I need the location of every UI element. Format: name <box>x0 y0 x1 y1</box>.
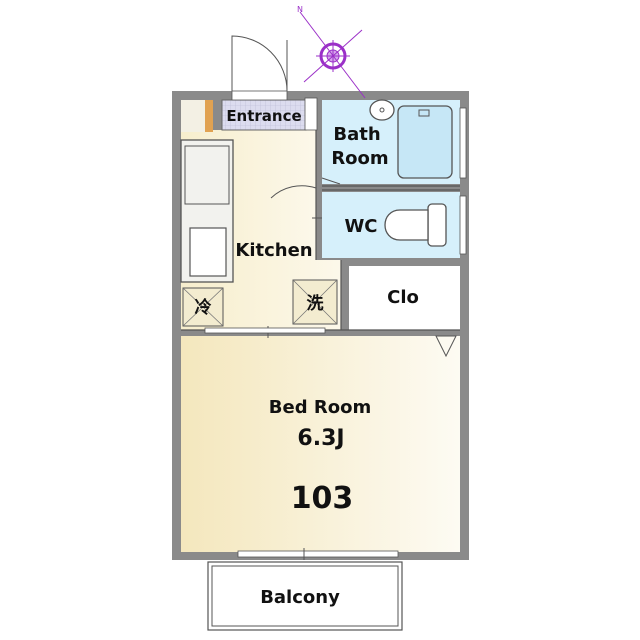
toilet-tank <box>427 203 447 247</box>
closet-label: Clo <box>387 287 419 308</box>
wc-window <box>459 195 467 255</box>
toilet-bowl <box>384 209 429 241</box>
entrance-floor <box>221 99 307 131</box>
balcony-label: Balcony <box>260 587 340 608</box>
shoe-cabinet-front <box>205 100 213 132</box>
bath-door-swing <box>270 185 317 199</box>
entrance-door-gap <box>231 90 288 101</box>
washbasin <box>369 99 395 121</box>
entrance-door-swing <box>231 35 288 92</box>
bathtub <box>397 105 453 179</box>
bedroom-floor <box>181 336 460 552</box>
compass-icon: N <box>297 5 366 99</box>
bathtub-drain <box>418 109 430 117</box>
stove <box>184 145 230 205</box>
wc-label: WC <box>344 216 377 237</box>
washer-mark: 洗 <box>307 293 324 314</box>
balcony-area <box>207 561 403 631</box>
bedroom-size: 6.3J <box>297 426 344 451</box>
bath-label-line2: Room <box>331 148 388 169</box>
closet-door-mark <box>435 335 457 358</box>
washbasin-drain <box>379 107 385 113</box>
compass-north-label: N <box>297 5 303 14</box>
entrance-label: Entrance <box>226 107 301 125</box>
balcony-window <box>237 550 399 558</box>
bedroom-door-panel <box>204 327 326 334</box>
bedroom-label: Bed Room <box>269 397 371 418</box>
bath-label-line1: Bath <box>333 124 380 145</box>
unit-number: 103 <box>291 481 354 516</box>
bath-door-panel <box>304 97 318 131</box>
fridge-mark: 冷 <box>195 297 212 318</box>
sink <box>189 227 227 277</box>
bath-window <box>459 107 467 179</box>
kitchen-label: Kitchen <box>235 240 312 261</box>
closet-floor <box>349 266 460 330</box>
balcony-rail <box>211 565 399 627</box>
